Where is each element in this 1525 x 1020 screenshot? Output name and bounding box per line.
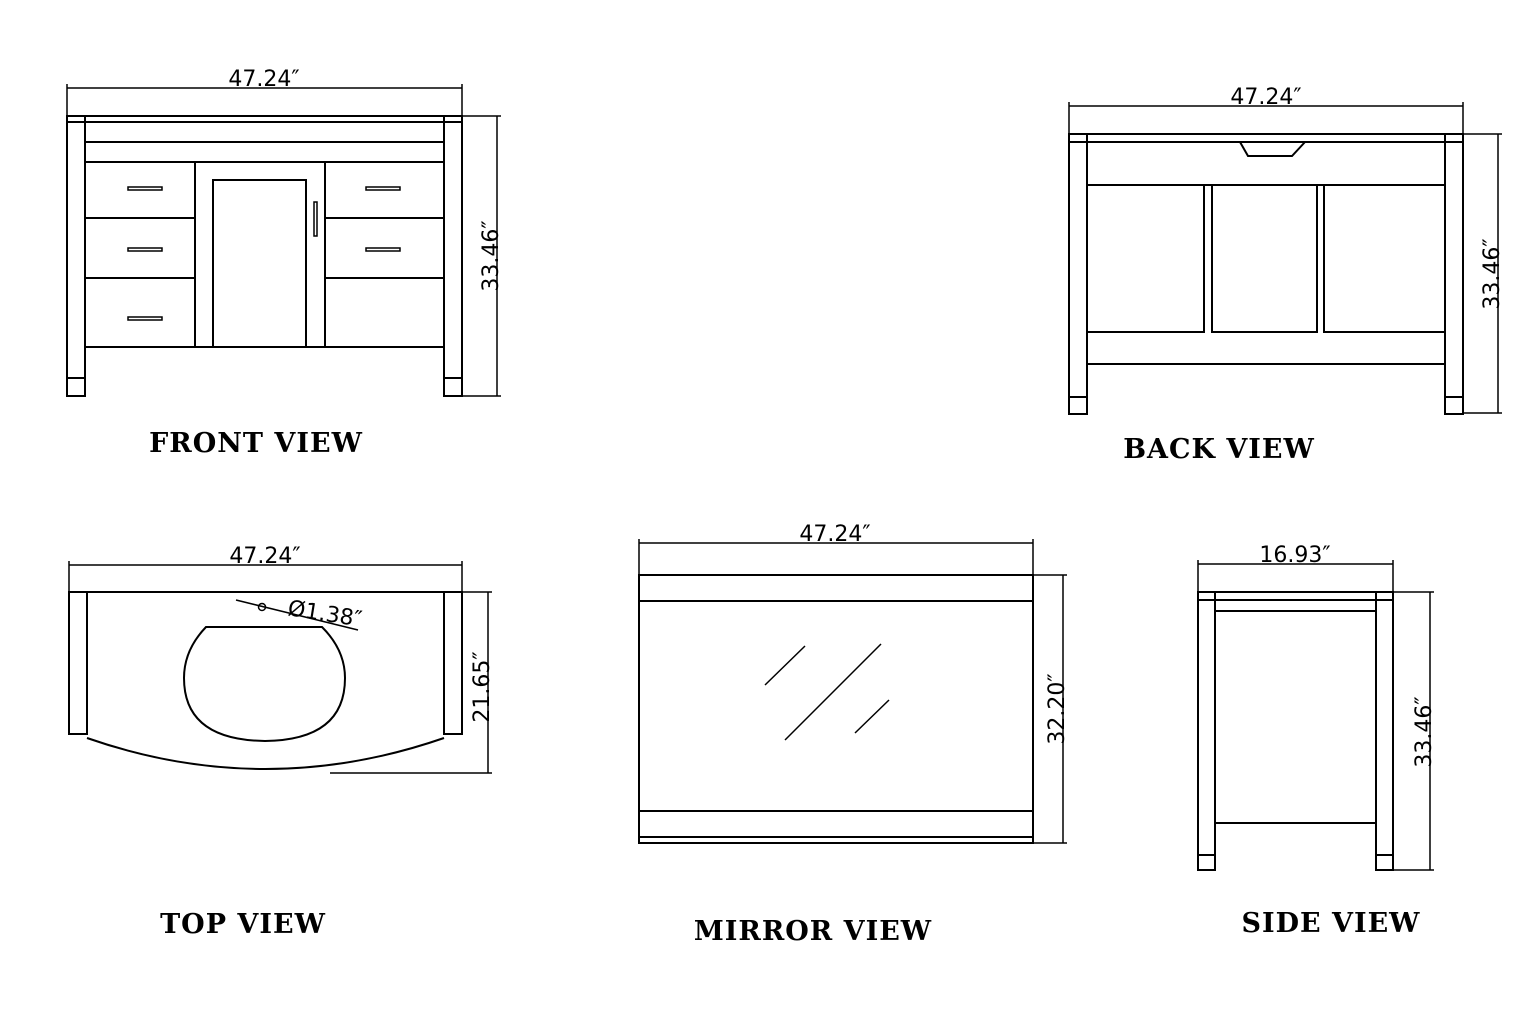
top-view: 47.24″ 21.65″ Ø1.38″ TOP VIEW <box>68 544 495 940</box>
back-width-label: 47.24″ <box>1230 85 1301 110</box>
front-width-label: 47.24″ <box>228 67 299 92</box>
side-view: 16.93″ 33.46″ SIDE VIEW <box>1197 543 1437 939</box>
top-width-label: 47.24″ <box>229 544 300 569</box>
mirror-view: 47.24″ 32.20″ MIRROR VIEW <box>638 522 1070 947</box>
top-depth-label: 21.65″ <box>470 651 495 722</box>
side-height-label: 33.46″ <box>1412 696 1437 767</box>
mirror-width-label: 47.24″ <box>799 522 870 547</box>
mirror-height-label: 32.20″ <box>1045 673 1070 744</box>
back-height-label: 33.46″ <box>1480 238 1505 309</box>
front-height-label: 33.46″ <box>479 220 504 291</box>
mirror-view-title: MIRROR VIEW <box>694 916 932 947</box>
front-view: 47.24″ 33.46″ FRONT VIEW <box>66 67 504 459</box>
back-view-title: BACK VIEW <box>1123 434 1315 465</box>
top-view-title: TOP VIEW <box>160 909 326 940</box>
side-width-label: 16.93″ <box>1259 543 1330 568</box>
back-view: 47.24″ 33.46″ BACK VIEW <box>1068 85 1505 465</box>
side-view-title: SIDE VIEW <box>1241 908 1420 939</box>
front-view-title: FRONT VIEW <box>149 428 363 459</box>
